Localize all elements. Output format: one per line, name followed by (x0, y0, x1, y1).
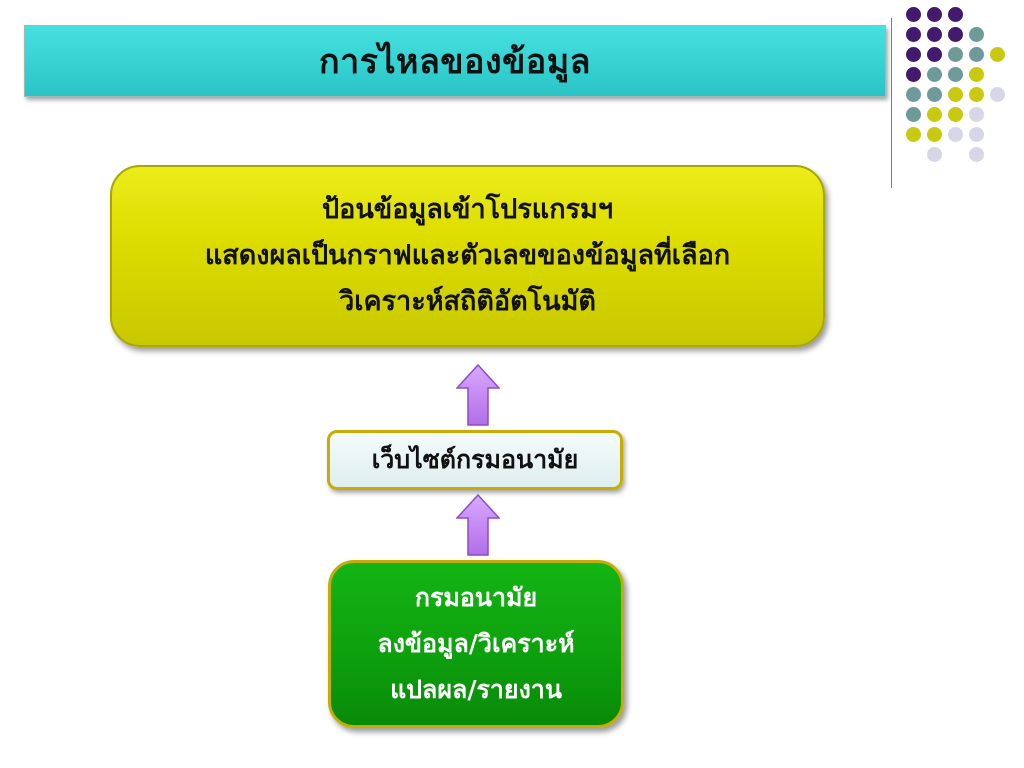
decorative-dot (947, 126, 963, 142)
decorative-dot (968, 46, 984, 62)
page-title: การไหลของข้อมูล (319, 42, 591, 82)
decorative-dot (989, 86, 1005, 102)
up-arrow-icon (456, 494, 500, 556)
decorative-dot (905, 126, 921, 142)
department-line-3: แปลผล/รายงาน (390, 675, 562, 704)
decorative-dot (926, 126, 942, 142)
decorative-dot (947, 26, 963, 42)
decorative-dot (926, 86, 942, 102)
decorative-dot (968, 106, 984, 122)
website-label: เว็บไซต์กรมอนามัย (371, 445, 579, 474)
decorative-dot (926, 106, 942, 122)
decorative-dot (968, 26, 984, 42)
decorative-dot (968, 66, 984, 82)
decorative-dot (968, 86, 984, 102)
decorative-dot (926, 26, 942, 42)
decorative-dot (905, 46, 921, 62)
decorative-dot (947, 86, 963, 102)
decorative-dot (947, 66, 963, 82)
department-box: กรมอนามัย ลงข้อมูล/วิเคราะห์ แปลผล/รายงา… (328, 560, 624, 728)
decorative-dot (947, 46, 963, 62)
up-arrow-icon (456, 364, 500, 426)
program-input-line-1: ป้อนข้อมูลเข้าโปรแกรมฯ (321, 194, 614, 225)
decorative-dot (905, 26, 921, 42)
decorative-dot (926, 146, 942, 162)
decorative-divider (891, 18, 892, 188)
website-box: เว็บไซต์กรมอนามัย (327, 430, 623, 490)
program-input-line-3: วิเคราะห์สถิติอัตโนมัติ (339, 286, 596, 317)
department-line-1: กรมอนามัย (414, 583, 538, 612)
decorative-dot (905, 6, 921, 22)
decorative-dot (905, 86, 921, 102)
decorative-dot (926, 46, 942, 62)
program-input-box: ป้อนข้อมูลเข้าโปรแกรมฯ แสดงผลเป็นกราฟและ… (110, 165, 825, 347)
decorative-dot (926, 66, 942, 82)
decorative-dot (968, 146, 984, 162)
decorative-dot (947, 6, 963, 22)
program-input-line-2: แสดงผลเป็นกราฟและตัวเลขของข้อมูลที่เลือก (204, 240, 731, 271)
department-line-2: ลงข้อมูล/วิเคราะห์ (377, 629, 575, 658)
decorative-dot (926, 6, 942, 22)
decorative-dot (947, 106, 963, 122)
decorative-dot (989, 46, 1005, 62)
decorative-dot (968, 126, 984, 142)
decorative-dot (905, 66, 921, 82)
decorative-dot (905, 106, 921, 122)
title-banner: การไหลของข้อมูล (24, 25, 886, 97)
